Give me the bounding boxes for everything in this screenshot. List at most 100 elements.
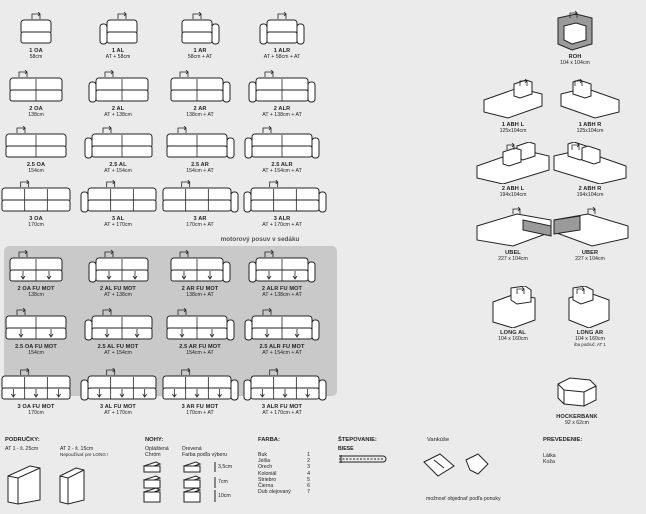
armrest-at1: AT 1 - š. 25cm [5,446,39,452]
corner-element-icon [476,142,550,184]
sofa-element-dimension: AT + 138cm + AT [262,292,302,299]
armrest-at2-icon [59,467,85,505]
armrests-title: PODRUČKY: [5,437,40,443]
armrest-at2: AT 2 - š. 15cm [60,446,94,452]
sofa-element-icon [88,250,148,283]
sofa-element-name: 2.5 OA FU MOT [15,344,57,350]
sofa-element-icon [244,126,320,159]
sofa-element-dimension: 170cm [28,222,44,229]
sofa-element-name: 2 ALR [273,106,291,112]
pillows-note: možnosť objednať podľa ponuky [426,496,501,502]
legs-col1-b: Chróm [145,452,161,458]
corner-element-icon [492,286,536,328]
leg-height-3: 10cm [218,493,231,499]
colors-title: FARBA: [258,437,280,443]
corner-element-name: 2 ABH L [501,186,525,192]
sofa-element-icon [162,180,238,213]
pillows-title: Vankúše [427,437,450,443]
corner-element-name: 2 ABH R [578,186,602,192]
sofa-element-icon [20,12,52,44]
corner-element-icon [557,377,597,407]
sofa-element-name: 3 AL [111,216,125,222]
corner-element-dimension: 104 x 104cm [560,60,590,67]
sofa-element-name: 2 ALR FU MOT [261,286,303,292]
corner-element-name: LONG AL [500,330,526,336]
sofa-element-dimension: AT + 154cm [104,350,132,357]
sofa-element-dimension: 170cm + AT [186,410,214,417]
sofa-element-dimension: 154cm [28,168,44,175]
sofa-element-name: 3 OA [29,216,43,222]
sofa-element-icon [243,180,327,213]
sofa-element-icon [5,308,67,340]
color-number: 4 [307,470,310,477]
sofa-element-icon [1,368,71,400]
corner-element-icon [557,10,593,51]
corner-element-icon [553,206,629,247]
sofa-element-icon [5,126,67,158]
corner-element-icon [553,142,627,184]
corner-element-icon [476,206,552,247]
sofa-element-icon [80,180,156,213]
color-number: 2 [307,458,310,465]
sofa-element-dimension: 138cm + AT [186,292,214,299]
sofa-element-dimension: AT + 58cm + AT [263,54,301,61]
corner-element-dimension: 194x104cm [576,192,604,199]
corner-element-name: UBEL [505,250,521,256]
sofa-element-dimension: AT + 170cm [104,222,132,229]
sofa-element-name: 1 OA [29,48,43,54]
sofa-element-icon [9,250,63,282]
pillows-icon [423,453,489,477]
sofa-element-icon [181,12,219,45]
sofa-element-icon [80,368,156,401]
sofa-element-dimension: AT + 170cm + AT [262,410,302,417]
sofa-element-icon [166,308,234,341]
sofa-element-dimension: 138cm [28,292,44,299]
corner-element-note: iba područ. AT 1 [574,342,606,348]
sofa-element-name: 2 AR FU MOT [181,286,219,292]
sofa-element-name: 2.5 AR FU MOT [179,344,221,350]
corner-element-dimension: 104 x 160cm [498,336,528,343]
corner-element-name: LONG AR [576,330,604,336]
sofa-element-dimension: AT + 170cm [104,410,132,417]
sofa-element-dimension: 138cm [28,112,44,119]
sofa-element-name: 2.5 AL FU MOT [97,344,139,350]
stitching-icon [339,455,387,463]
sofa-element-name: 1 AL [111,48,125,54]
sofa-element-name: 3 ALR FU MOT [261,404,303,410]
color-label: Buk [258,452,267,458]
sofa-element-name: 2.5 ALR [271,162,293,168]
leg-height-1: 3,5cm [218,464,233,470]
sofa-element-icon [162,368,238,401]
sofa-element-dimension: 154cm [28,350,44,357]
legs-col2-b: Farba podľa výberu [182,452,228,458]
sofa-element-dimension: 58cm + AT [187,54,213,61]
corner-element-name: 1 ABH R [578,122,602,128]
sofa-element-dimension: 154cm + AT [186,350,214,357]
sofa-element-icon [170,250,230,283]
color-number: 1 [307,452,310,458]
sofa-element-icon [84,308,152,341]
finish-leather: Koža [543,459,555,465]
finish-title: PREVEDENIE: [543,437,583,443]
